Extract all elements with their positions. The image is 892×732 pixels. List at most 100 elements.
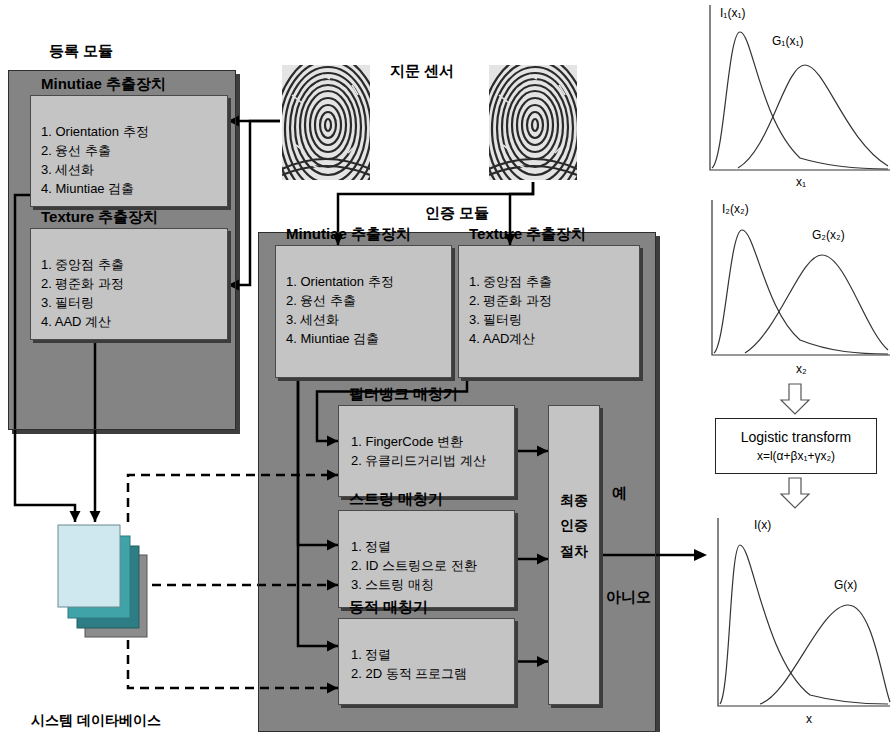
connector-line — [128, 475, 338, 522]
arrow-head — [228, 116, 239, 127]
process-box: Minutiae 추출장치1. Orientation 추정2. 융선 추출3.… — [30, 95, 228, 207]
arrow-head — [327, 470, 338, 481]
connector-line — [298, 378, 338, 646]
arrow-head — [228, 280, 239, 291]
hollow-arrow — [781, 384, 809, 414]
box-title: 인증 모듈 — [425, 204, 489, 222]
axis-label: G₁(x₁) — [772, 34, 803, 48]
box-item: 1. 중앙점 추출 — [41, 255, 217, 274]
axis-label: I₁(x₁) — [720, 6, 745, 20]
box-title: 등록 모듈 — [49, 42, 113, 60]
dashed-connector — [128, 470, 338, 523]
label-anchor: 아니오 — [606, 588, 651, 606]
axis-label: x₁ — [796, 175, 806, 189]
box-item: 2. 평준화 과정 — [41, 274, 217, 293]
dashed-connector — [128, 640, 338, 694]
label-anchor: G₁(x₁) — [772, 34, 803, 48]
distribution-chart — [710, 5, 890, 170]
transform-box: Logistic transformx=l(α+βx₁+γx₂) — [715, 418, 877, 474]
box-item: 3. 필터링 — [41, 293, 217, 312]
label-anchor: G₂(x₂) — [812, 228, 845, 242]
module-box: 인증 모듈Minutiae 추출장치1. Orientation 추정2. 융선… — [258, 232, 656, 732]
decision-label: 예 — [612, 484, 627, 502]
arrow-head — [327, 580, 338, 591]
box-title: Logistic transform — [741, 427, 851, 447]
box-title: 시스템 데이타베이스 — [31, 712, 161, 729]
label-anchor: x₁ — [796, 175, 806, 189]
arrow-head — [537, 656, 548, 667]
box-item: 1. FingerCode 변환 — [349, 432, 504, 451]
box-item: 1. Orientation 추정 — [286, 272, 441, 291]
arrow-head — [327, 540, 338, 551]
connector-line — [298, 378, 338, 545]
box-item: 3. 세션화 — [41, 160, 217, 179]
box-item: 4. Miuntiae 검출 — [286, 329, 441, 348]
box-title: Texture 추출장치 — [41, 208, 158, 226]
box-title: 지문 센서 — [390, 62, 454, 80]
axis-label: x₂ — [796, 362, 807, 376]
connector — [515, 656, 548, 667]
process-box: Texture 추출장치1. 중앙점 추출2. 평준화 과정3. 필터링4. A… — [458, 245, 640, 378]
box-item: 2. 융선 추출 — [41, 141, 217, 160]
box-item: 4. AAD계산 — [469, 329, 629, 348]
hollow-arrow — [781, 478, 809, 508]
axis-label: I₂(x₂) — [722, 202, 749, 216]
connector — [515, 446, 548, 457]
label-anchor: I₁(x₁) — [720, 6, 745, 20]
arrow-head — [327, 683, 338, 694]
label-anchor: I(x) — [754, 518, 771, 532]
matcher-box: 필터뱅크 매칭기1. FingerCode 변환2. 유클리드거리법 계산 — [338, 405, 515, 497]
output-arrow — [600, 549, 707, 561]
box-item: 2. ID 스트링으로 전환 — [349, 556, 504, 575]
box-item: 1. 정렬 — [349, 537, 504, 556]
process-box: Texture 추출장치1. 중앙점 추출2. 평준화 과정3. 필터링4. A… — [30, 228, 228, 340]
box-item: 1. 중앙점 추출 — [469, 272, 629, 291]
label-anchor: x — [806, 712, 812, 726]
fingerprint-image — [482, 55, 588, 207]
box-item: 3. 필터링 — [469, 310, 629, 329]
box-item: 1. Orientation 추정 — [41, 122, 217, 141]
box-item: 2. 융선 추출 — [286, 291, 441, 310]
connector-line — [94, 340, 97, 522]
box-title: 스트링 매칭기 — [349, 490, 443, 508]
axis-label: G₂(x₂) — [812, 228, 845, 242]
axis-label: I(x) — [754, 518, 771, 532]
box-item: 1. 정렬 — [349, 645, 504, 664]
arrow-head — [327, 641, 338, 652]
fingerprint-image — [275, 55, 381, 207]
sensor-group: 지문 센서 — [280, 58, 580, 182]
box-item: 3. 스트링 매칭 — [349, 575, 504, 594]
matcher-box: 스트링 매칭기1. 정렬2. ID 스트링으로 전환3. 스트링 매칭 — [338, 510, 515, 608]
process-box: Minutiae 추출장치1. Orientation 추정2. 융선 추출3.… — [275, 245, 452, 378]
box-title: 필터뱅크 매칭기 — [349, 385, 458, 403]
box-item: x=l(α+βx₁+γx₂) — [757, 447, 835, 465]
database-icon — [58, 525, 147, 637]
box-item: 2. 평준화 과정 — [469, 291, 629, 310]
decision-label: 아니오 — [606, 588, 651, 606]
arrow-head — [70, 511, 81, 522]
dashed-connector — [152, 580, 338, 591]
box-item: 4. AAD 계산 — [41, 312, 217, 331]
connector — [298, 378, 338, 652]
box-title: Minutiae 추출장치 — [286, 225, 411, 243]
box-item: 2. 유클리드거리법 계산 — [349, 451, 504, 470]
arrow-head — [537, 446, 548, 457]
label-anchor: I₂(x₂) — [722, 202, 749, 216]
distribution-chart — [712, 200, 890, 355]
box-title: 동적 매칭기 — [349, 598, 428, 616]
axis-label: x — [806, 712, 812, 726]
decision-box: 최종 인증 절차 — [548, 405, 600, 705]
connector — [515, 554, 548, 565]
module-box: 등록 모듈Minutiae 추출장치1. Orientation 추정2. 융선… — [8, 70, 236, 430]
box-item: 2. 2D 동적 프로그램 — [349, 664, 504, 683]
box-item: 4. Miuntiae 검출 — [41, 179, 217, 198]
matcher-box: 동적 매칭기1. 정렬2. 2D 동적 프로그램 — [338, 618, 515, 705]
box-title: Minutiae 추출장치 — [41, 75, 166, 93]
axis-label: G(x) — [834, 578, 857, 592]
label-anchor: G(x) — [834, 578, 857, 592]
connector — [90, 340, 101, 522]
box-item: 3. 세션화 — [286, 310, 441, 329]
box-title: 최종 인증 절차 — [557, 488, 592, 564]
